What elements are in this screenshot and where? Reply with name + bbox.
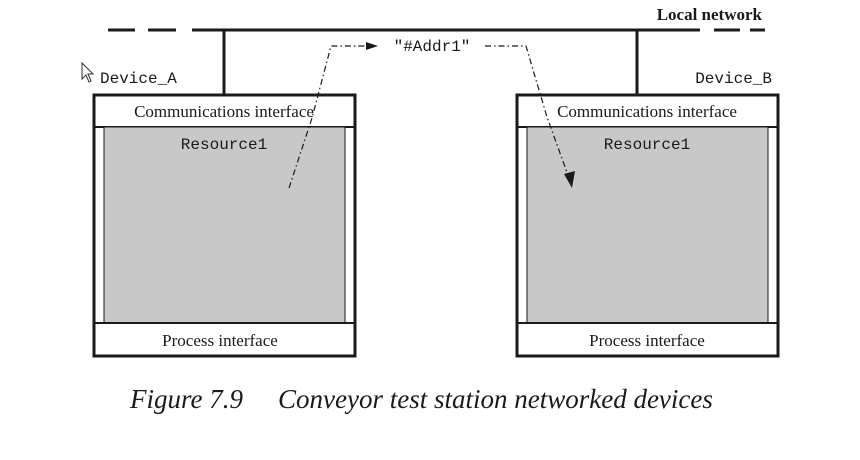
device-a-process-interface: Process interface xyxy=(162,331,278,350)
message-label: "#Addr1" xyxy=(394,38,471,56)
device-b-resource-box xyxy=(526,126,769,324)
device-b-name: Device_B xyxy=(695,70,772,88)
local-network-label: Local network xyxy=(657,5,763,24)
device-a-resource-label: Resource1 xyxy=(181,136,267,154)
message-arrowhead-right xyxy=(366,42,378,50)
message-path: "#Addr1" xyxy=(288,38,575,189)
mouse-pointer-icon xyxy=(81,61,95,83)
message-arrowhead-down xyxy=(564,171,575,188)
device-a-resource-box xyxy=(103,126,346,324)
device-b-comm-interface: Communications interface xyxy=(557,102,737,121)
device-a-comm-interface: Communications interface xyxy=(134,102,314,121)
device-a-name: Device_A xyxy=(100,70,177,88)
device-b: Device_B Communications interface Resour… xyxy=(515,70,780,358)
caption-number: Figure 7.9 xyxy=(129,384,243,414)
message-path-outgoing xyxy=(288,45,370,189)
device-a: Device_A Communications interface Resour… xyxy=(92,70,357,358)
device-b-process-interface: Process interface xyxy=(589,331,705,350)
device-b-resource-label: Resource1 xyxy=(604,136,690,154)
caption-text: Conveyor test station networked devices xyxy=(278,384,713,414)
figure-caption: Figure 7.9 Conveyor test station network… xyxy=(129,384,713,414)
